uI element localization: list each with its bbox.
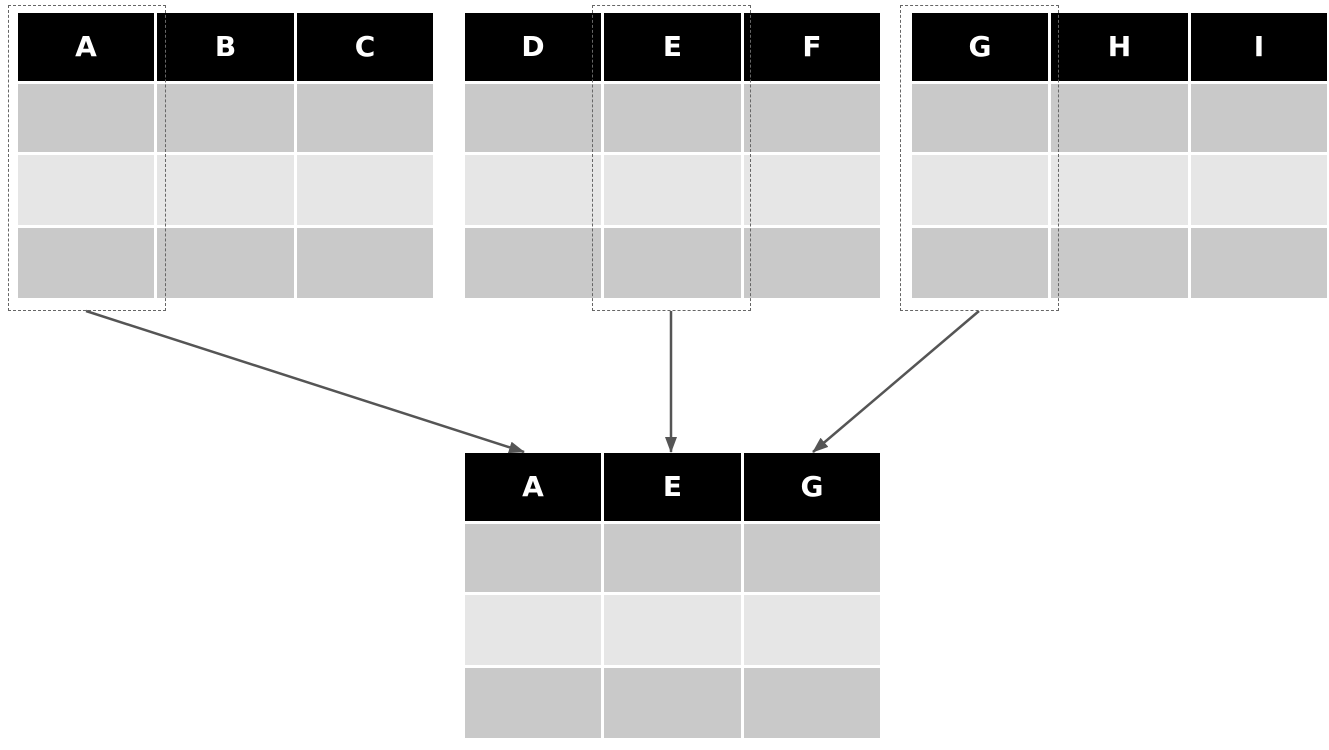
table-cell [604,668,741,738]
column-header-e: E [604,13,741,81]
result-header-a: A [465,453,601,521]
table-cell [1191,155,1327,225]
table-cell [465,155,601,225]
table-cell [157,84,294,152]
arrow-g-to-result [812,310,980,453]
table-cell [297,228,433,298]
column-header-b: B [157,13,294,81]
table-cell [912,228,1048,298]
table-cell [744,668,880,738]
table-cell [18,155,154,225]
column-header-f: F [744,13,880,81]
table-cell [912,155,1048,225]
source-table-3: G H I [912,13,1327,304]
table-cell [604,524,741,592]
table-cell [465,595,601,665]
column-header-g: G [912,13,1048,81]
table-cell [18,84,154,152]
table-cell [1191,228,1327,298]
result-header-e: E [604,453,741,521]
table-cell [465,84,601,152]
table-cell [1051,228,1188,298]
table-cell [912,84,1048,152]
table-cell [297,84,433,152]
table-cell [744,84,880,152]
arrow-a-to-result [85,309,525,454]
column-header-h: H [1051,13,1188,81]
column-header-a: A [18,13,154,81]
table-cell [18,228,154,298]
table-cell [1051,155,1188,225]
table-cell [1191,84,1327,152]
table-cell [604,228,741,298]
table-cell [157,155,294,225]
table-cell [604,595,741,665]
table-cell [465,524,601,592]
table-cell [744,595,880,665]
column-header-d: D [465,13,601,81]
table-cell [604,155,741,225]
table-cell [157,228,294,298]
table-cell [604,84,741,152]
table-cell [744,524,880,592]
result-header-g: G [744,453,880,521]
table-cell [1051,84,1188,152]
table-cell [465,668,601,738]
column-header-c: C [297,13,433,81]
column-header-i: I [1191,13,1327,81]
table-cell [465,228,601,298]
source-table-2: D E F [465,13,880,304]
table-cell [744,228,880,298]
table-cell [744,155,880,225]
result-table: A E G [465,453,880,744]
table-cell [297,155,433,225]
source-table-1: A B C [18,13,433,304]
